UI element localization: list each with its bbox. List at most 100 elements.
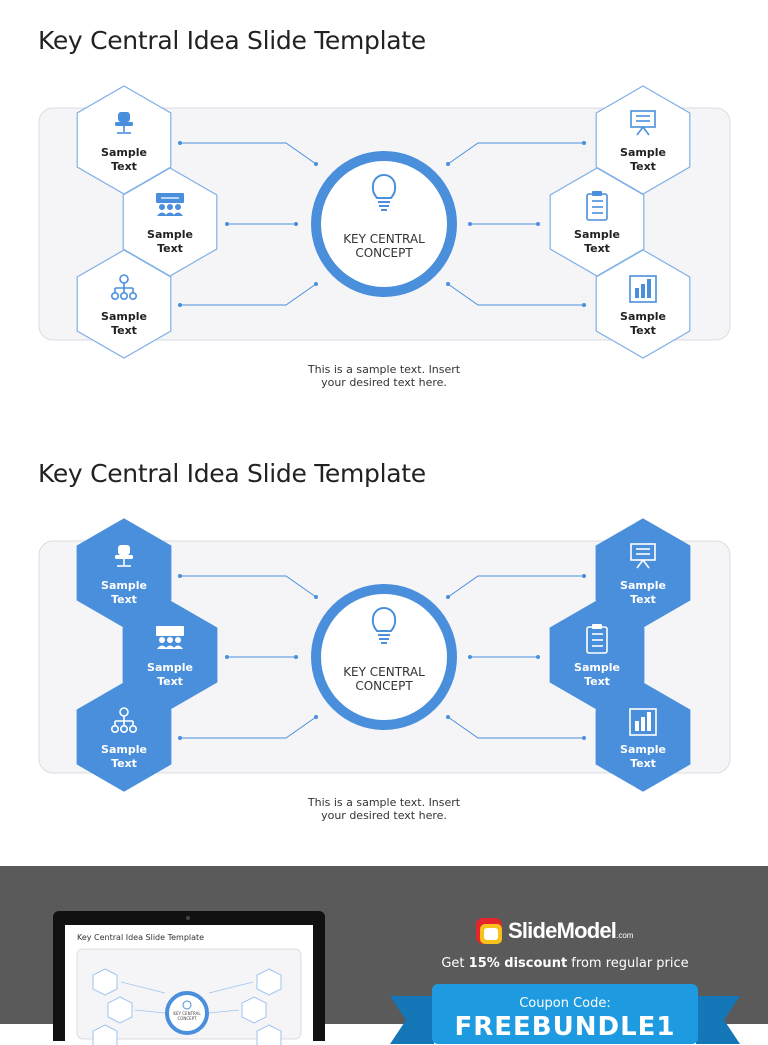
- central-concept-circle: [311, 151, 457, 297]
- presentation-board-icon: [630, 110, 656, 136]
- connector-dot: [178, 736, 182, 740]
- slidemodel-logo[interactable]: SlideModel.com: [474, 914, 674, 950]
- discount-text: Get 15% discount from regular price: [441, 956, 689, 971]
- connector-line: [447, 283, 584, 306]
- hexagon-label-line-2: Text: [157, 675, 183, 688]
- clipboard-icon: [586, 191, 608, 221]
- connector-dot: [178, 574, 182, 578]
- laptop-preview: Key Central Idea Slide Template KEY CENT…: [53, 911, 325, 1045]
- hexagon-label-line-2: Text: [584, 675, 610, 688]
- hexagon-label-line-2: Text: [111, 593, 137, 606]
- connector-dot: [536, 222, 540, 226]
- hexagon-label-line-1: Sample: [620, 310, 666, 323]
- connector-dot: [468, 655, 472, 659]
- chair-icon: [115, 112, 133, 134]
- connector-dot: [178, 141, 182, 145]
- connector-dot: [314, 162, 318, 166]
- connector-line: [447, 142, 584, 165]
- central-label-line-1: KEY CENTRAL: [343, 232, 425, 246]
- hexagon-label-line-2: Text: [111, 757, 137, 770]
- hexagon-label-line-1: Sample: [101, 743, 147, 756]
- hexagon-label-line-1: Sample: [101, 310, 147, 323]
- bar-chart-icon: [629, 708, 657, 736]
- connector-dot: [468, 222, 472, 226]
- connector-line: [180, 716, 317, 739]
- caption-line-1: This is a sample text. Insert: [307, 796, 461, 809]
- hexagon-label-line-2: Text: [630, 324, 656, 337]
- connector-dot: [314, 282, 318, 286]
- preview-diagram: KEY CENTRAL CONCEPT: [76, 948, 302, 1045]
- connector-line: [180, 575, 317, 598]
- connector-dot: [178, 303, 182, 307]
- slide-filled: Key Central Idea Slide Template KEY CENT…: [0, 433, 768, 866]
- caption-line-2: your desired text here.: [321, 809, 447, 822]
- hexagon-label-line-1: Sample: [620, 743, 666, 756]
- org-chart-icon: [111, 274, 138, 300]
- coupon-label: Coupon Code:: [519, 996, 611, 1011]
- coupon-ribbon-shape: [390, 984, 740, 1044]
- connector-line: [180, 142, 317, 165]
- connector-dot: [582, 736, 586, 740]
- presentation-audience-icon: [156, 626, 184, 649]
- hexagon-label-line-2: Text: [630, 757, 656, 770]
- diagram-filled: KEY CENTRALCONCEPTSampleTextSampleTextSa…: [38, 518, 731, 792]
- hexagon-label-line-1: Sample: [147, 661, 193, 674]
- connector-line: [447, 575, 584, 598]
- connector-dot: [294, 655, 298, 659]
- slide-caption: This is a sample text. Insert your desir…: [284, 796, 484, 822]
- connector-line: [180, 283, 317, 306]
- slide-caption: This is a sample text. Insert your desir…: [284, 363, 484, 389]
- coupon-ribbon[interactable]: Coupon Code: FREEBUNDLE1: [390, 984, 740, 1044]
- org-chart-icon: [111, 707, 138, 733]
- connector-dot: [446, 282, 450, 286]
- connector-dot: [314, 595, 318, 599]
- slide-title: Key Central Idea Slide Template: [38, 459, 426, 488]
- central-concept-circle: [311, 584, 457, 730]
- coupon-code[interactable]: FREEBUNDLE1: [454, 1012, 676, 1042]
- hexagon-label-line-1: Sample: [101, 579, 147, 592]
- slidemodel-logo-icon: [476, 918, 502, 944]
- slide-title: Key Central Idea Slide Template: [38, 26, 426, 55]
- lightbulb-icon: [371, 174, 397, 211]
- connector-dot: [225, 655, 229, 659]
- connector-line: [447, 716, 584, 739]
- connector-dot: [582, 141, 586, 145]
- bar-chart-icon: [629, 275, 657, 303]
- laptop-screen: Key Central Idea Slide Template KEY CENT…: [65, 925, 313, 1045]
- svg-text:KEY CENTRAL: KEY CENTRAL: [173, 1011, 201, 1016]
- promo-banner[interactable]: Key Central Idea Slide Template KEY CENT…: [0, 866, 768, 1045]
- connector-dot: [582, 303, 586, 307]
- brand-name: SlideModel.com: [508, 918, 634, 943]
- hexagon-label-line-1: Sample: [620, 146, 666, 159]
- hexagon-label-line-1: Sample: [574, 228, 620, 241]
- hexagon-label-line-2: Text: [584, 242, 610, 255]
- clipboard-icon: [586, 624, 608, 654]
- connector-dot: [582, 574, 586, 578]
- connector-dot: [294, 222, 298, 226]
- diagram-outline: KEY CENTRALCONCEPTSampleTextSampleTextSa…: [38, 85, 731, 359]
- central-label-line-2: CONCEPT: [355, 679, 413, 693]
- connector-dot: [446, 162, 450, 166]
- central-label-line-1: KEY CENTRAL: [343, 665, 425, 679]
- slide-outline: Key Central Idea Slide Template KEY CENT…: [0, 0, 768, 433]
- webcam-dot: [186, 916, 190, 920]
- preview-title: Key Central Idea Slide Template: [77, 933, 205, 942]
- hexagon-label-line-1: Sample: [574, 661, 620, 674]
- connector-dot: [446, 595, 450, 599]
- hexagon-label-line-2: Text: [157, 242, 183, 255]
- chair-icon: [115, 545, 133, 567]
- connector-dot: [314, 715, 318, 719]
- hexagon-label-line-2: Text: [630, 160, 656, 173]
- central-label-line-2: CONCEPT: [355, 246, 413, 260]
- hexagon-label-line-1: Sample: [101, 146, 147, 159]
- caption-line-1: This is a sample text. Insert: [307, 363, 461, 376]
